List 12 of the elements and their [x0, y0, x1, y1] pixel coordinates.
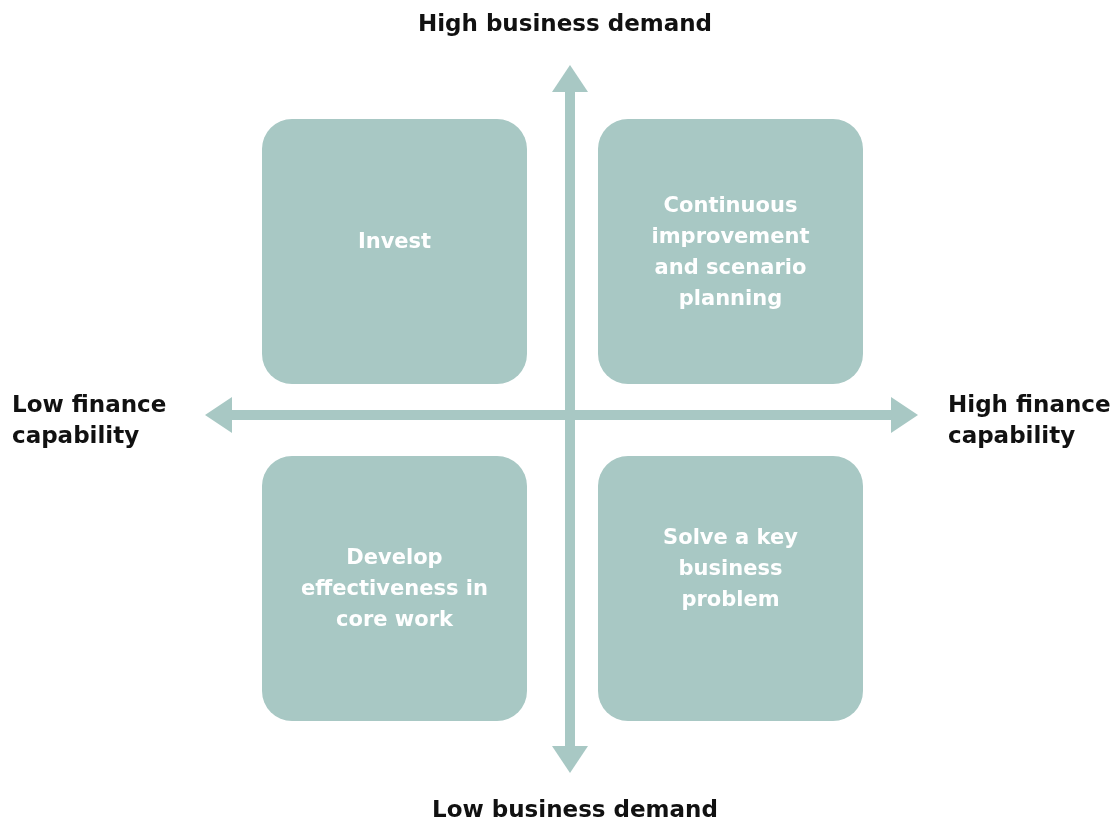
- quadrant-box: [598, 119, 863, 384]
- quadrant-box: [598, 456, 863, 721]
- quadrant-text: Develop effectiveness in core work: [300, 544, 489, 633]
- axis-label: High finance capability: [948, 390, 1112, 450]
- quadrant-box: [262, 119, 527, 384]
- axis-label: High business demand: [416, 9, 714, 38]
- quadrant-text: Solve a key business problem: [662, 524, 799, 613]
- quadrant-text: Invest: [357, 228, 432, 255]
- quadrant-text: Continuous improvement and scenario planning: [650, 191, 811, 312]
- quadrant-box: [262, 456, 527, 721]
- axis-label: Low finance capability: [12, 390, 168, 450]
- axis-label: Low business demand: [431, 795, 719, 824]
